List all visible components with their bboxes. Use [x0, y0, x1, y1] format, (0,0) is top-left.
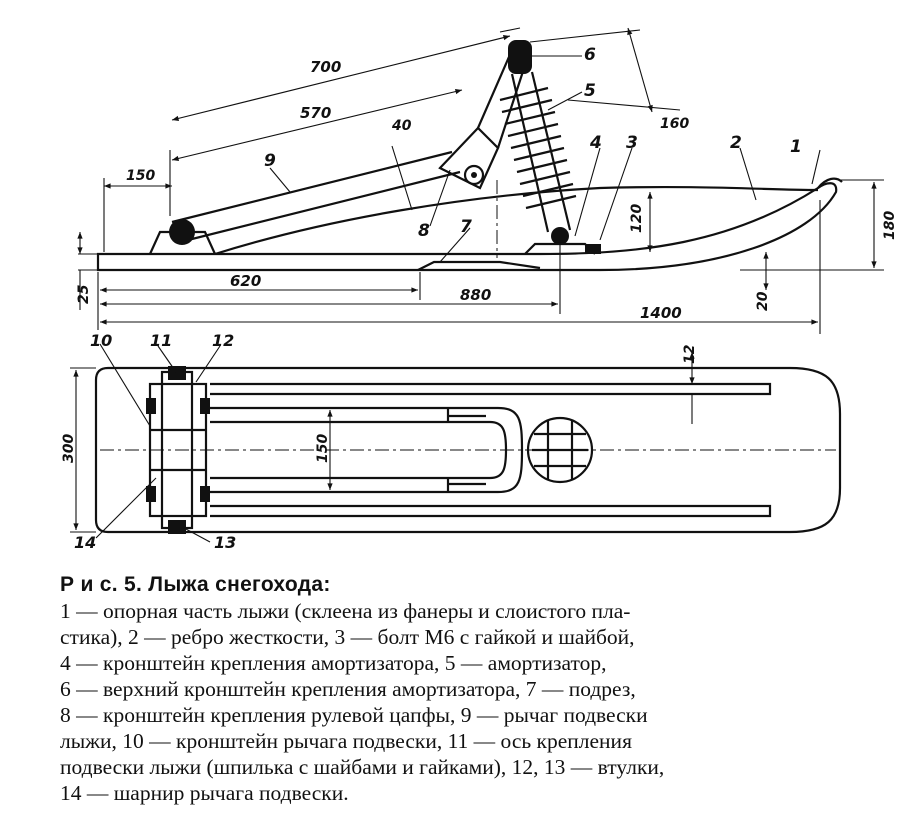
caption-line: 6 — верхний кронштейн крепления амортиза… — [60, 677, 636, 701]
ski-tip — [817, 177, 843, 189]
dim-150-plan: 150 — [315, 434, 331, 463]
label-2: 2 — [730, 133, 742, 153]
arm-pivot — [169, 219, 195, 245]
caption-line: стика), 2 — ребро жесткости, 3 — болт М6… — [60, 625, 635, 649]
label-7: 7 — [460, 217, 472, 237]
label-5: 5 — [584, 81, 596, 101]
cutter — [417, 260, 541, 271]
caption-line: 1 — опорная часть лыжи (склеена из фанер… — [60, 599, 631, 623]
dim-20: 20 — [755, 291, 771, 311]
caption-title: Р и с. 5. Лыжа снегохода: — [60, 573, 331, 596]
shock-absorber — [499, 71, 577, 233]
dim-700: 700 — [310, 58, 341, 76]
dim-620: 620 — [230, 272, 261, 290]
ski-drawing: 700 570 40 160 150 120 180 25 620 880 — [61, 27, 898, 552]
lower-shock-bracket — [551, 227, 569, 245]
plan-view: 12 300 150 10 11 12 13 14 — [61, 331, 842, 552]
caption-line: 4 — кронштейн крепления амортизатора, 5 … — [60, 651, 607, 675]
dim-570: 570 — [300, 104, 331, 122]
label-11: 11 — [150, 331, 172, 350]
stiffening-rib — [214, 185, 819, 256]
dim-12: 12 — [682, 345, 698, 364]
dim-120: 120 — [629, 204, 645, 233]
dim-150-side: 150 — [126, 168, 155, 184]
ski-plan-outline — [94, 366, 842, 534]
upper-shock-bracket — [508, 40, 532, 74]
caption-line: 14 — шарнир рычага подвески. — [60, 781, 349, 805]
caption-line: лыжи, 10 — кронштейн рычага подвески, 11… — [60, 729, 632, 753]
lever-plan — [210, 406, 524, 494]
dim-300: 300 — [61, 434, 77, 463]
knuckle-bracket — [438, 126, 500, 190]
shock-bracket-plan — [526, 416, 594, 484]
label-6: 6 — [584, 45, 596, 65]
label-4: 4 — [589, 133, 602, 153]
caption-line: подвески лыжи (шпилька с шайбами и гайка… — [60, 755, 665, 779]
label-13: 13 — [214, 533, 236, 552]
caption-line: 8 — кронштейн крепления рулевой цапфы, 9… — [60, 703, 648, 727]
bolt-m6 — [585, 244, 601, 254]
arm-bracket-plan — [148, 382, 208, 518]
dim-25: 25 — [76, 284, 92, 304]
label-14: 14 — [74, 533, 96, 552]
dim-160: 160 — [660, 116, 689, 132]
dim-180: 180 — [882, 211, 898, 240]
suspension-arm — [171, 150, 461, 244]
label-1: 1 — [790, 137, 802, 157]
label-10: 10 — [90, 331, 112, 350]
dim-880: 880 — [460, 286, 491, 304]
label-9: 9 — [264, 151, 276, 171]
figure-caption: Р и с. 5. Лыжа снегохода: 1 — опорная ча… — [60, 572, 860, 806]
side-view: 700 570 40 160 150 120 180 25 620 880 — [76, 27, 898, 334]
label-12: 12 — [212, 331, 234, 350]
dim-1400: 1400 — [640, 304, 682, 322]
dim-40: 40 — [391, 118, 412, 134]
label-3: 3 — [626, 133, 638, 153]
label-8: 8 — [418, 221, 430, 241]
